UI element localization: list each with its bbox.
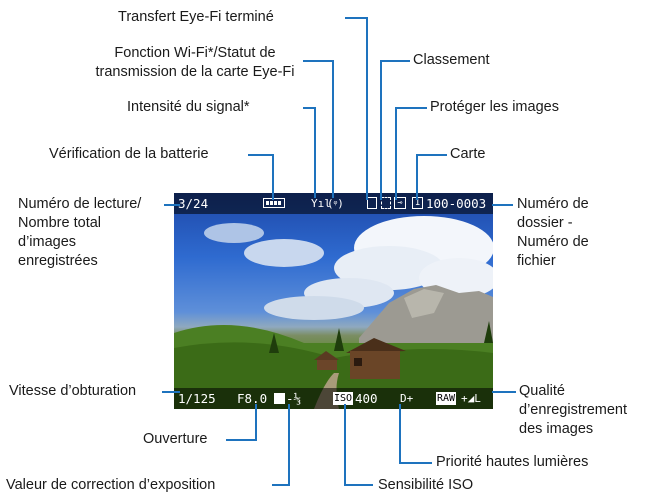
label-wifi-line1: Fonction Wi-Fi*/Statut de: [114, 45, 276, 61]
label-quality: Qualité d’enregistrement des images: [519, 382, 649, 439]
label-playback-line2: Nombre total: [18, 215, 102, 231]
label-iso: Sensibilité ISO: [378, 477, 474, 493]
exposure-comp-value: -⅓: [286, 391, 302, 406]
rating-icon: [381, 197, 391, 209]
leader-protect: [395, 107, 427, 200]
label-folder-line2: dossier -: [517, 215, 573, 231]
playback-count: 3/24: [178, 196, 209, 211]
label-card: Carte: [450, 146, 486, 162]
label-folder-line3: Numéro de: [517, 234, 589, 250]
leader-wifi: [303, 60, 334, 198]
leader-rating: [380, 60, 410, 200]
leader-exposure-comp: [272, 404, 290, 486]
quality-suffix: +◢L: [461, 392, 481, 405]
label-playback-line1: Numéro de lecture/: [18, 196, 142, 212]
iso-value: 400: [355, 391, 378, 406]
label-wifi: Fonction Wi-Fi*/Statut de transmission d…: [90, 44, 300, 82]
signal-strength-icon: Yıl: [311, 197, 331, 210]
highlight-priority-tag: D+: [400, 392, 414, 405]
exposure-comp-icon: [274, 393, 285, 404]
label-playback: Numéro de lecture/ Nombre total d’images…: [18, 195, 168, 271]
leader-battery: [248, 154, 274, 200]
label-protect: Protéger les images: [430, 99, 559, 115]
label-aperture: Ouverture: [143, 431, 208, 447]
label-quality-line3: des images: [519, 421, 594, 437]
leader-aperture: [226, 404, 257, 441]
file-number: 100-0003: [426, 196, 487, 211]
leader-highlight: [399, 404, 432, 464]
label-wifi-line2: transmission de la carte Eye-Fi: [95, 64, 295, 80]
label-folder-line1: Numéro de: [517, 196, 589, 212]
landscape-photo: [174, 216, 493, 409]
label-highlight: Priorité hautes lumières: [436, 454, 589, 470]
label-quality-line2: d’enregistrement: [519, 402, 627, 418]
label-battery: Vérification de la batterie: [49, 146, 209, 162]
label-folder: Numéro de dossier - Numéro de fichier: [517, 195, 647, 271]
label-exposure-comp: Valeur de correction d’exposition: [6, 477, 216, 493]
label-shutter: Vitesse d’obturation: [9, 383, 137, 399]
label-eyefi-done: Transfert Eye-Fi terminé: [118, 9, 274, 25]
leader-eyefi-done: [345, 17, 368, 200]
eyefi-transfer-icon: [367, 197, 377, 209]
label-quality-line1: Qualité: [519, 383, 565, 399]
raw-tag: RAW: [436, 392, 457, 405]
shutter-value: 1/125: [178, 391, 216, 406]
label-folder-line4: fichier: [517, 253, 556, 269]
label-playback-line3: d’images: [18, 234, 77, 250]
leader-signal: [303, 107, 316, 198]
wifi-icon: (ᵠ): [327, 197, 344, 210]
leader-card: [416, 154, 447, 200]
iso-tag: ISO: [333, 392, 354, 405]
protect-icon: ⊸: [394, 197, 406, 209]
lcd-screen: 3/24 Yıl (ᵠ) ⊸ 1 100-0003 1/125 F8.0 -⅓ …: [174, 193, 493, 409]
aperture-value: F8.0: [237, 391, 268, 406]
label-signal: Intensité du signal*: [127, 99, 250, 115]
label-rating: Classement: [413, 52, 490, 68]
label-playback-line4: enregistrées: [18, 253, 98, 269]
leader-iso: [344, 404, 373, 486]
